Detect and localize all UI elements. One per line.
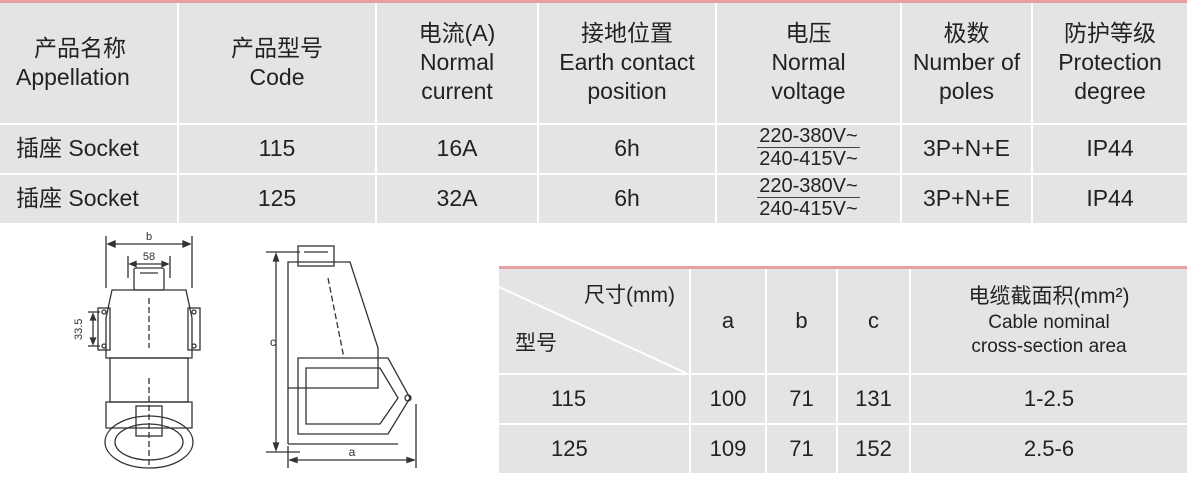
cell-poles: 3P+N+E (901, 173, 1033, 225)
cell-code: 115 (178, 123, 377, 175)
dim-label-c: c (270, 335, 276, 349)
dim-cell-a: 100 (690, 373, 767, 425)
dim-row: 125 109 71 152 2.5-6 (499, 423, 1187, 475)
cell-earth: 6h (538, 173, 717, 225)
side-view-drawing: c a (258, 238, 438, 478)
header-current: 电流(A) Normal current (376, 0, 539, 125)
dim-label-a: a (349, 445, 356, 459)
dim-label-33-5: 33.5 (73, 319, 85, 340)
cell-current: 16A (376, 123, 539, 175)
dim-label-58: 58 (143, 251, 155, 263)
dim-header-corner: 尺寸(mm) 型号 (499, 266, 691, 375)
cell-code: 125 (178, 173, 377, 225)
cell-protection: IP44 (1032, 173, 1187, 225)
corner-diagonal (499, 286, 690, 375)
dim-header-cable: 电缆截面积(mm²) Cable nominal cross-section a… (910, 266, 1187, 375)
voltage-top: 220-380V~ (757, 125, 860, 148)
dim-row: 115 100 71 131 1-2.5 (499, 373, 1187, 425)
cell-name: 插座 Socket (0, 173, 179, 225)
voltage-top: 220-380V~ (757, 175, 860, 198)
dim-header-row: 尺寸(mm) 型号 a b c 电缆截面积(mm²) Cable nominal… (499, 266, 1187, 375)
dim-header-model: 型号 (515, 331, 557, 355)
cell-voltage: 220-380V~240-415V~ (716, 123, 902, 175)
spec-header-row: 产品名称 Appellation 产品型号 Code 电流(A) Normal … (0, 0, 1187, 125)
dim-header-size: 尺寸(mm) (584, 284, 675, 307)
spec-table: 产品名称 Appellation 产品型号 Code 电流(A) Normal … (0, 0, 1187, 225)
cell-current: 32A (376, 173, 539, 225)
voltage-bottom: 240-415V~ (759, 148, 858, 170)
dim-header-a: a (690, 266, 767, 375)
dim-cell-c: 131 (837, 373, 911, 425)
dim-cell-area: 1-2.5 (910, 373, 1187, 425)
cell-poles: 3P+N+E (901, 123, 1033, 175)
dimension-table: 尺寸(mm) 型号 a b c 电缆截面积(mm²) Cable nominal… (499, 266, 1187, 475)
dim-cell-model: 115 (499, 373, 691, 425)
header-code: 产品型号 Code (178, 0, 377, 125)
dim-cell-b: 71 (766, 373, 838, 425)
header-voltage: 电压 Normal voltage (716, 0, 902, 125)
spec-row: 插座 Socket 125 32A 6h 220-380V~240-415V~ … (0, 173, 1187, 225)
dim-cell-a: 109 (690, 423, 767, 475)
header-appellation: 产品名称 Appellation (0, 0, 179, 125)
cell-protection: IP44 (1032, 123, 1187, 175)
dim-cell-area: 2.5-6 (910, 423, 1187, 475)
header-protection: 防护等级 Protection degree (1032, 0, 1187, 125)
voltage-bottom: 240-415V~ (759, 198, 858, 220)
front-view-drawing: b 58 33.5 (60, 228, 230, 478)
dim-label-b: b (146, 231, 152, 243)
header-earth: 接地位置 Earth contact position (538, 0, 717, 125)
spec-row: 插座 Socket 115 16A 6h 220-380V~240-415V~ … (0, 123, 1187, 175)
cell-voltage: 220-380V~240-415V~ (716, 173, 902, 225)
dim-header-b: b (766, 266, 838, 375)
dim-cell-b: 71 (766, 423, 838, 475)
dim-header-c: c (837, 266, 911, 375)
dim-cell-c: 152 (837, 423, 911, 475)
cell-earth: 6h (538, 123, 717, 175)
header-poles: 极数 Number of poles (901, 0, 1033, 125)
dim-cell-model: 125 (499, 423, 691, 475)
cell-name: 插座 Socket (0, 123, 179, 175)
